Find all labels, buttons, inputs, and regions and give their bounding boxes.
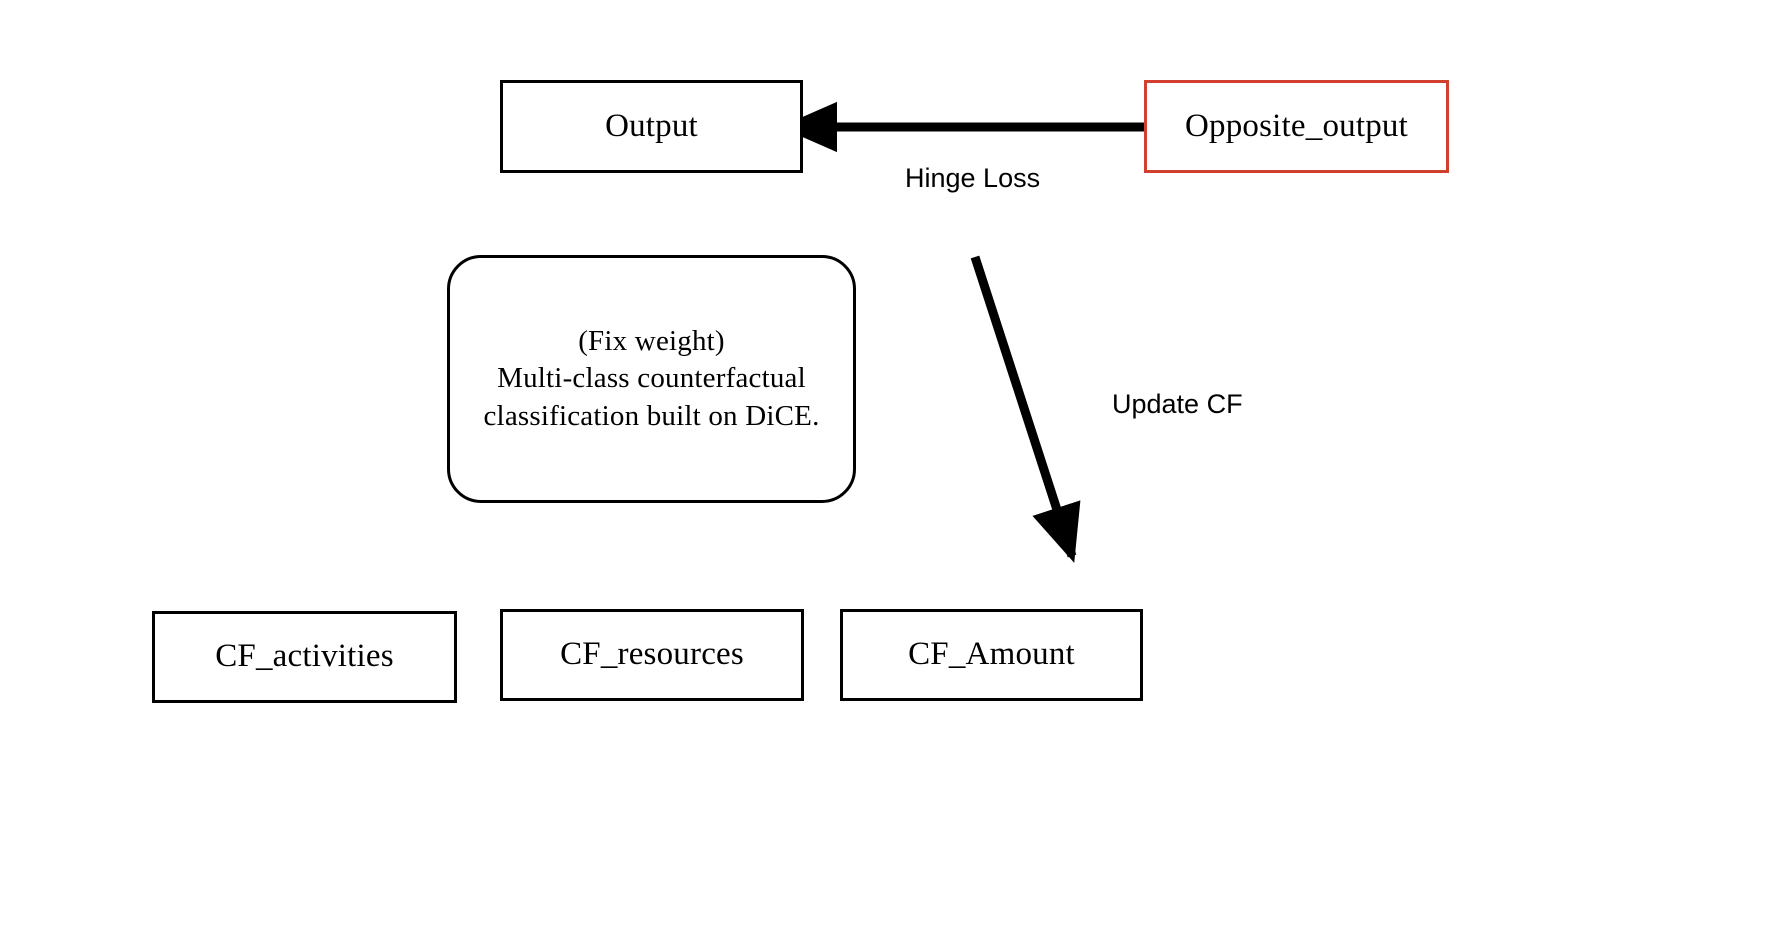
node-cf-resources[interactable]: CF_resources <box>500 609 804 701</box>
node-model[interactable]: (Fix weight) Multi-class counterfactual … <box>447 255 856 503</box>
node-cf-resources-label: CF_resources <box>560 636 744 673</box>
node-model-label: (Fix weight) Multi-class counterfactual … <box>483 325 820 432</box>
edge-label-hinge-loss: Hinge Loss <box>905 163 1041 193</box>
node-cf-activities-label: CF_activities <box>215 638 394 675</box>
node-cf-amount-label: CF_Amount <box>908 636 1075 673</box>
edge-label-update-cf: Update CF <box>1112 389 1243 419</box>
node-opposite-output[interactable]: Opposite_output <box>1144 80 1449 173</box>
node-output-label: Output <box>605 107 698 144</box>
node-cf-activities[interactable]: CF_activities <box>152 611 457 703</box>
edge-update-cf <box>970 255 1081 563</box>
node-cf-amount[interactable]: CF_Amount <box>840 609 1143 701</box>
node-opposite-output-label: Opposite_output <box>1185 107 1408 144</box>
node-output[interactable]: Output <box>500 80 803 173</box>
